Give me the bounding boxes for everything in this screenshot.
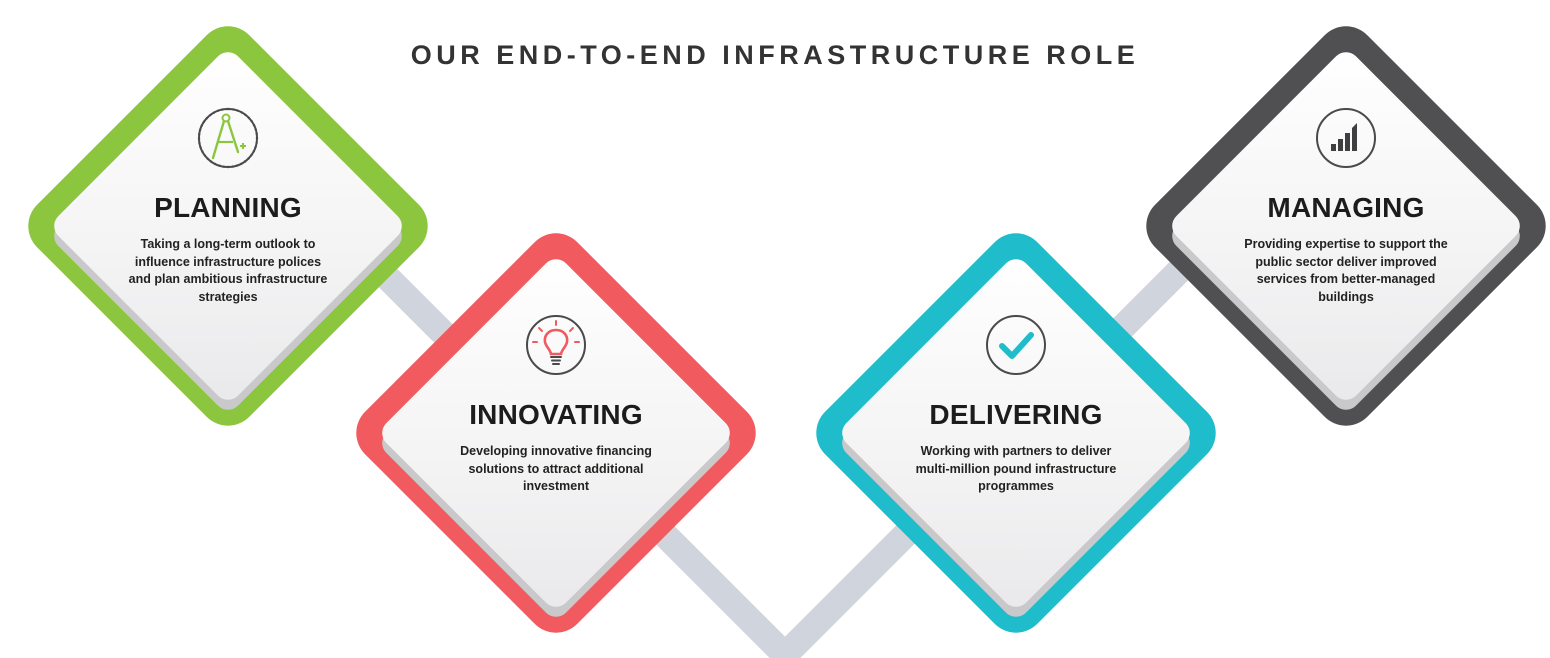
connector-innovating-delivering (620, 490, 950, 658)
card-title: DELIVERING (929, 399, 1103, 430)
compass-drawing-icon (197, 107, 259, 169)
card-title: MANAGING (1267, 192, 1425, 223)
card-content: PLANNING Taking a long-term outlook to i… (108, 106, 348, 306)
card-innovating: INNOVATING Developing innovative financi… (336, 213, 776, 653)
card-content: INNOVATING Developing innovative financi… (436, 313, 676, 496)
lightbulb-icon (526, 315, 586, 375)
page-title: OUR END-TO-END INFRASTRUCTURE ROLE (410, 40, 1140, 70)
card-description: Developing innovative financing solution… (460, 444, 652, 493)
card-description: Taking a long-term outlook to influence … (128, 237, 328, 304)
card-description: Providing expertise to support the publi… (1244, 237, 1448, 304)
card-title: INNOVATING (469, 399, 643, 430)
card-delivering: DELIVERING Working with partners to deli… (796, 213, 1236, 653)
card-content: MANAGING Providing expertise to support … (1226, 106, 1466, 306)
card-title: PLANNING (154, 192, 302, 223)
card-managing: MANAGING Providing expertise to support … (1126, 6, 1550, 446)
card-content: DELIVERING Working with partners to deli… (896, 313, 1136, 496)
card-description: Working with partners to deliver multi-m… (915, 444, 1117, 493)
card-planning: PLANNING Taking a long-term outlook to i… (8, 6, 448, 446)
bar-chart-icon (1316, 108, 1376, 168)
checkmark-icon (986, 315, 1046, 375)
